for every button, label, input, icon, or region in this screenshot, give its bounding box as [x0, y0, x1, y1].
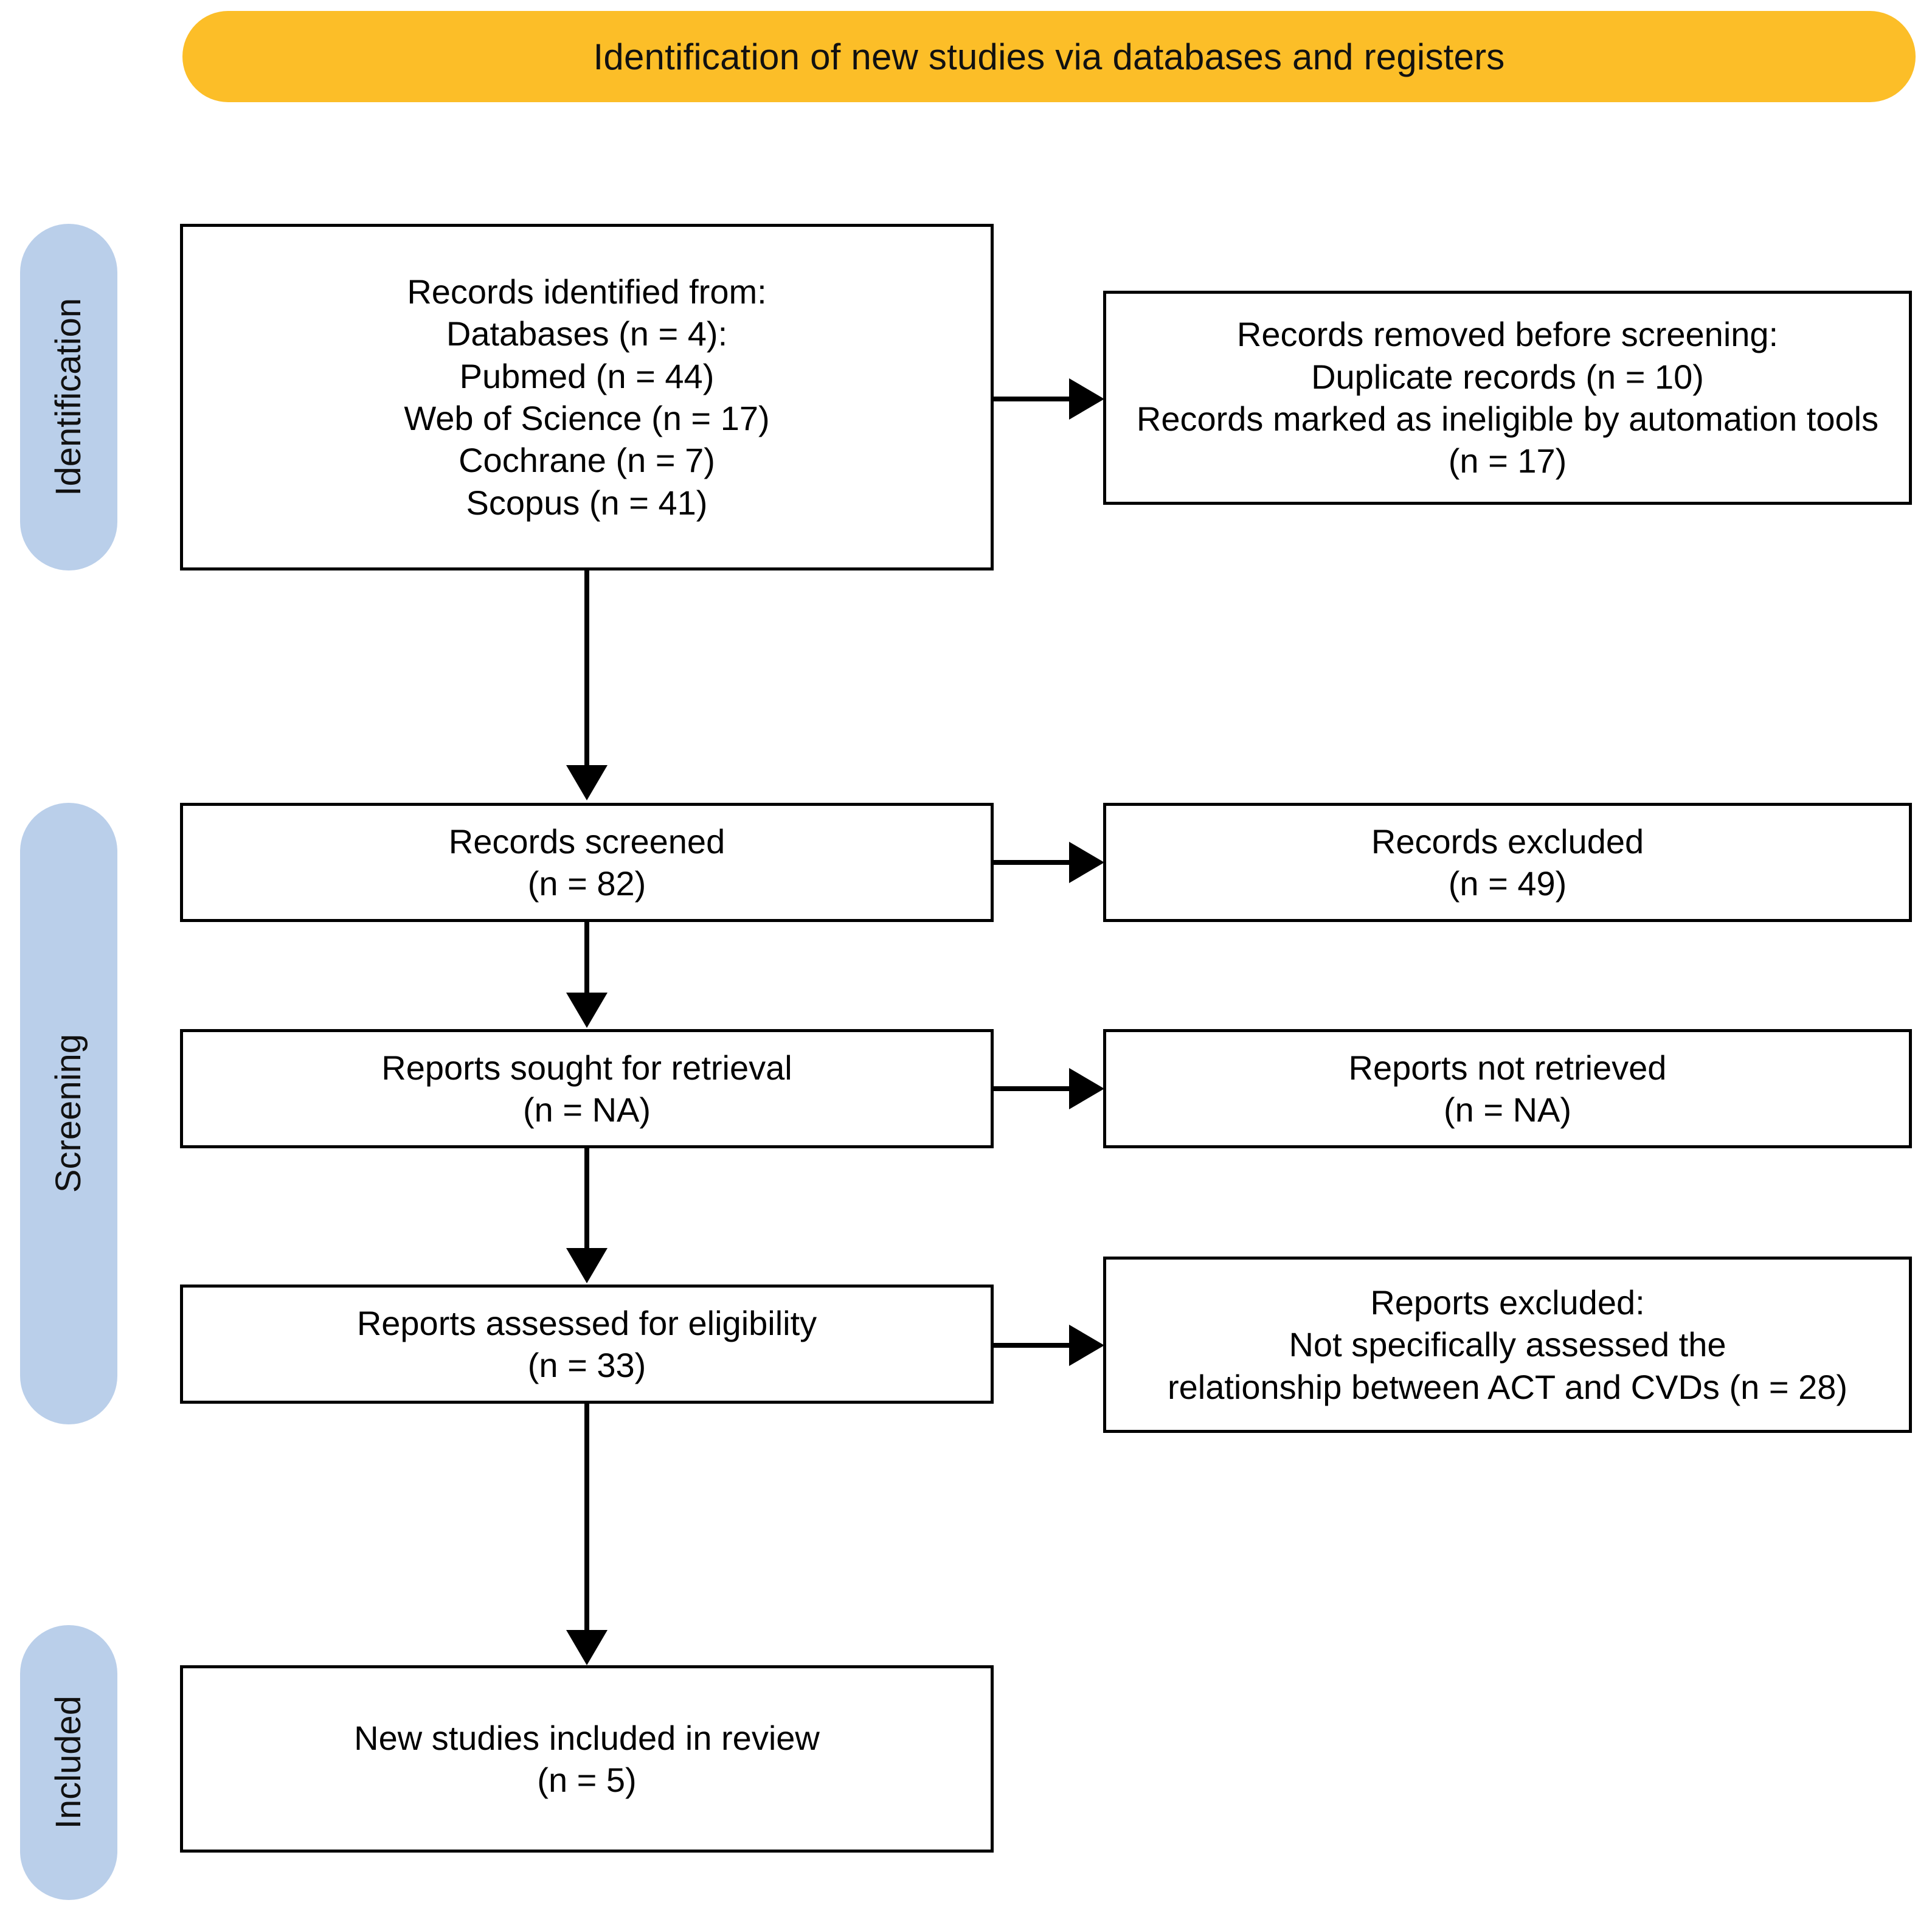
box-line: Records marked as ineligible by automati… [1136, 400, 1879, 480]
box-line: Pubmed (n = 44) [459, 356, 715, 395]
connector-identified-to-removed [994, 397, 1070, 401]
connector-screened-to-excluded [994, 860, 1070, 865]
arrowhead-down-icon [566, 1248, 608, 1283]
box-line: (n = 5) [537, 1761, 637, 1799]
box-reports-excluded: Reports excluded: Not specifically asses… [1103, 1257, 1912, 1433]
box-reports-sought: Reports sought for retrieval (n = NA) [180, 1029, 994, 1148]
box-records-excluded: Records excluded (n = 49) [1103, 803, 1912, 922]
box-reports-assessed: Reports assessed for eligibility (n = 33… [180, 1285, 994, 1404]
box-records-screened: Records screened (n = 82) [180, 803, 994, 922]
box-line: (n = 49) [1448, 864, 1567, 903]
connector-sought-to-assessed [584, 1148, 589, 1250]
box-new-studies-included: New studies included in review (n = 5) [180, 1665, 994, 1853]
box-line: (n = 82) [527, 864, 646, 903]
stage-label-included-text: Included [49, 1696, 88, 1829]
banner-title: Identification of new studies via databa… [593, 36, 1505, 77]
stage-label-screening-text: Screening [49, 1034, 88, 1193]
stage-label-included: Included [20, 1625, 117, 1900]
box-line: Databases (n = 4): [446, 314, 728, 353]
box-line: (n = NA) [522, 1090, 651, 1129]
box-reports-not-retrieved: Reports not retrieved (n = NA) [1103, 1029, 1912, 1148]
stage-label-identification: Identification [20, 224, 117, 570]
arrowhead-right-icon [1069, 1068, 1104, 1109]
box-line: Duplicate records (n = 10) [1311, 357, 1704, 396]
box-line: relationship between ACT and CVDs (n = 2… [1167, 1367, 1848, 1406]
box-line: Records screened [448, 822, 725, 861]
arrowhead-right-icon [1069, 1325, 1104, 1366]
box-line: Scopus (n = 41) [466, 483, 708, 522]
box-line: Records identified from: [407, 272, 767, 311]
box-records-removed: Records removed before screening: Duplic… [1103, 291, 1912, 505]
stage-label-identification-text: Identification [49, 298, 88, 496]
arrowhead-down-icon [566, 993, 608, 1028]
box-line: Records removed before screening: [1236, 315, 1779, 354]
connector-screened-to-sought [584, 922, 589, 995]
box-line: Reports sought for retrieval [381, 1048, 792, 1087]
box-line: Reports excluded: [1370, 1283, 1645, 1322]
connector-identified-to-screened [584, 570, 589, 768]
box-line: (n = NA) [1443, 1090, 1572, 1129]
box-line: Reports not retrieved [1348, 1048, 1667, 1087]
box-line: Web of Science (n = 17) [404, 399, 770, 437]
box-line: Cochrane (n = 7) [459, 441, 715, 480]
header-banner: Identification of new studies via databa… [182, 11, 1916, 102]
arrowhead-right-icon [1069, 378, 1104, 420]
box-line: New studies included in review [354, 1718, 820, 1757]
box-line: Not specifically assessed the [1289, 1325, 1726, 1364]
arrowhead-down-icon [566, 765, 608, 800]
box-line: (n = 33) [527, 1346, 646, 1384]
box-records-identified: Records identified from: Databases (n = … [180, 224, 994, 570]
box-line: Records excluded [1371, 822, 1644, 861]
arrowhead-down-icon [566, 1630, 608, 1665]
connector-sought-to-not-retrieved [994, 1086, 1070, 1091]
arrowhead-right-icon [1069, 842, 1104, 883]
connector-assessed-to-reports-excluded [994, 1343, 1070, 1348]
stage-label-screening: Screening [20, 803, 117, 1424]
box-line: Reports assessed for eligibility [356, 1303, 817, 1342]
connector-assessed-to-included [584, 1404, 589, 1632]
